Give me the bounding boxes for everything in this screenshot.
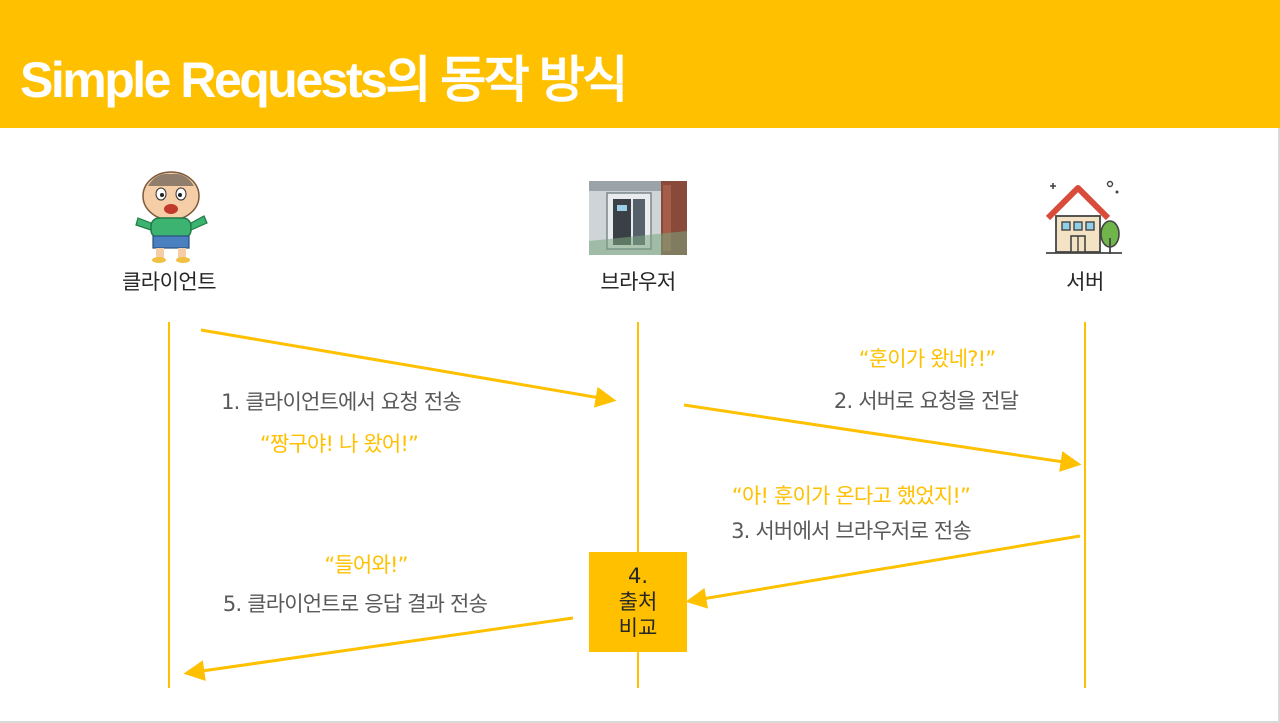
step3-arrow	[685, 534, 1081, 609]
origin-compare-box: 4. 출처 비교	[589, 552, 687, 652]
browser-label: 브라우저	[600, 270, 676, 294]
step2-quote: “훈이가 왔네?!”	[858, 347, 996, 371]
slide-right-border	[1278, 128, 1280, 723]
step2-arrow	[683, 403, 1082, 472]
server-label: 서버	[1066, 270, 1104, 294]
step3-text: 3. 서버에서 브라우저로 전송	[731, 519, 972, 543]
step3-quote: “아! 훈이가 온다고 했었지!”	[731, 484, 971, 508]
step1-arrow	[200, 328, 617, 408]
slide-bottom-border	[0, 721, 1280, 723]
step4-line-origin: 출처	[618, 590, 658, 614]
step2-text: 2. 서버로 요청을 전달	[833, 389, 1019, 413]
boy-character-icon	[135, 171, 208, 263]
step5-arrow	[183, 616, 574, 682]
step4-line-compare: 비교	[618, 616, 658, 640]
title-bar: Simple Requests의 동작 방식	[0, 0, 1280, 128]
step1-quote: “짱구야! 나 왔어!”	[259, 432, 419, 456]
step5-quote: “들어와!”	[324, 553, 408, 577]
step5-text: 5. 클라이언트로 응답 결과 전송	[222, 592, 488, 616]
house-icon	[1045, 180, 1122, 254]
step4-line-number: 4.	[627, 564, 649, 588]
page-title: Simple Requests의 동작 방식	[20, 52, 628, 108]
step1-text: 1. 클라이언트에서 요청 전송	[221, 390, 462, 414]
client-label: 클라이언트	[121, 270, 217, 294]
door-photo	[589, 181, 687, 255]
